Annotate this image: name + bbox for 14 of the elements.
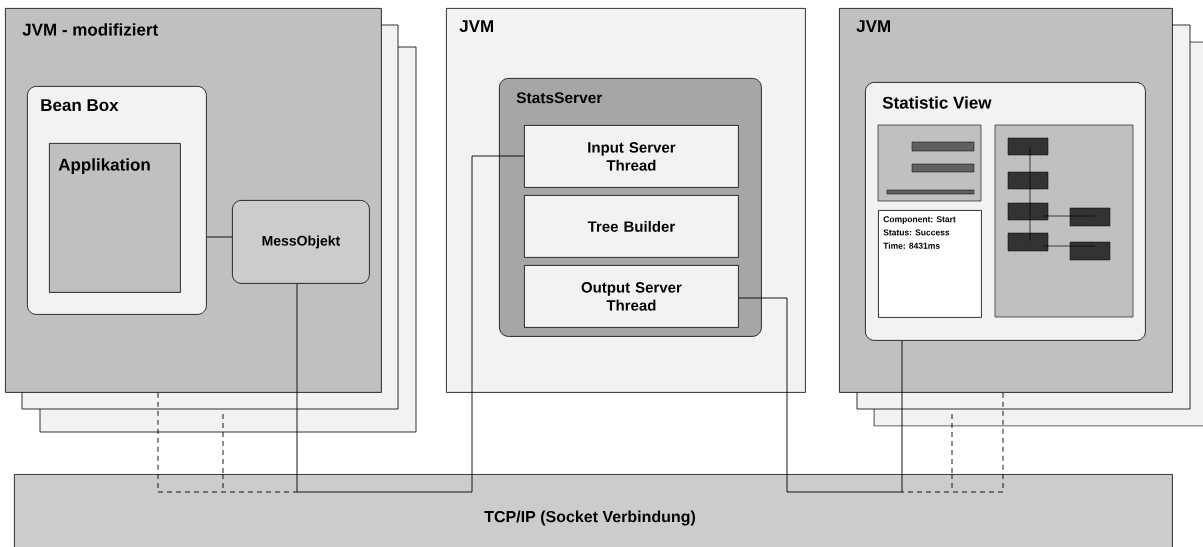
connector-line <box>222 413 224 475</box>
process-box: Tree Builder <box>524 195 739 258</box>
connector-line <box>471 155 525 475</box>
network-band: TCP/IP (Socket Verbindung) <box>14 473 1173 547</box>
connector-line <box>296 283 298 475</box>
connector-line <box>951 413 953 475</box>
process-box: Applikation <box>49 143 181 293</box>
connector-line <box>738 297 788 475</box>
connector-line <box>901 340 903 475</box>
process-box: MessObjekt <box>232 200 370 284</box>
connector-line <box>206 236 233 238</box>
process-box: Input Server Thread <box>524 125 739 188</box>
info-panel: Component: Start Status: Success Time: 8431ms <box>878 210 982 318</box>
process-box: Output Server Thread <box>524 265 739 328</box>
